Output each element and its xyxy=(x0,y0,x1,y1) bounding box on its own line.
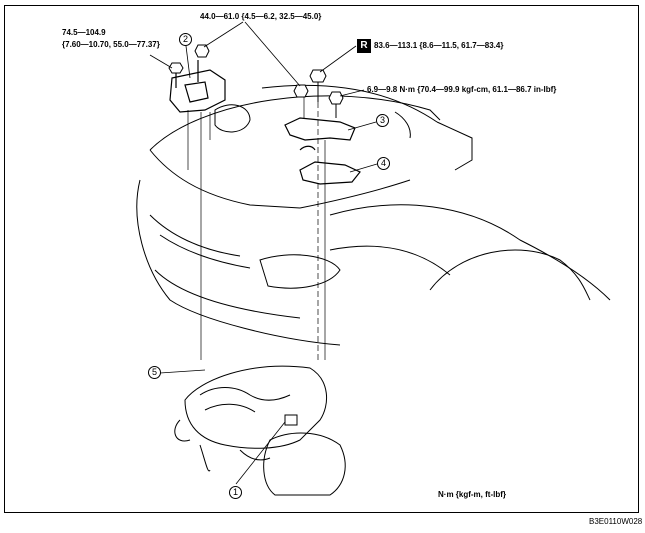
leader-3 xyxy=(347,121,377,131)
replace-r-badge: R xyxy=(357,39,371,53)
torque-label-1-line2: {7.60—10.70, 55.0—77.37} xyxy=(62,40,160,49)
engine-bay-right xyxy=(299,179,411,209)
callout-2: 2 xyxy=(179,33,192,46)
fender-top xyxy=(329,204,611,301)
leader-1 xyxy=(235,421,286,485)
bumper-front xyxy=(136,179,341,346)
figure-code: B3E0110W028 xyxy=(589,517,643,526)
leader-torque2b xyxy=(244,21,301,87)
callout-5: 5 xyxy=(148,366,161,379)
bolt-tall xyxy=(309,69,327,83)
torque-label-3: 83.6—113.1 {8.6—11.5, 61.7—83.4} xyxy=(374,41,504,50)
callout-1: 1 xyxy=(229,486,242,499)
hood-outline xyxy=(149,95,441,151)
torque-label-1-line1: 74.5—104.9 xyxy=(62,28,106,37)
sensor-connector xyxy=(284,414,298,426)
bolt-small xyxy=(328,91,344,105)
fender-line xyxy=(329,245,451,276)
exhaust-pipe xyxy=(199,444,211,472)
units-note: N·m {kgf-m, ft-lbf} xyxy=(438,490,506,499)
fender-arch xyxy=(429,249,591,301)
bracket-3 xyxy=(284,117,356,141)
bumper-lower xyxy=(154,269,301,319)
leader-2 xyxy=(185,45,191,79)
callout-4: 4 xyxy=(377,157,390,170)
bracket-4 xyxy=(299,161,361,185)
transaxle xyxy=(263,432,346,496)
lower-pipe xyxy=(239,449,271,461)
leader-torque4 xyxy=(339,89,365,97)
callout-3: 3 xyxy=(376,114,389,127)
nut-center xyxy=(293,84,309,98)
hood-edge xyxy=(261,84,438,123)
leader-4 xyxy=(349,163,378,173)
bolt-left xyxy=(168,62,184,74)
engine-bay-left xyxy=(149,149,301,209)
strut-tower xyxy=(214,104,251,133)
engine-block xyxy=(184,365,328,449)
headlamp xyxy=(259,254,341,289)
leader-torque1 xyxy=(149,54,173,69)
intake-manifold xyxy=(199,387,291,401)
body-right xyxy=(436,121,473,171)
torque-label-4: 6.9—9.8 N·m {70.4—99.9 kgf-cm, 61.1—86.7… xyxy=(367,85,557,94)
nut-top-left xyxy=(194,44,210,58)
torque-label-2: 44.0—61.0 {4.5—6.2, 32.5—45.0} xyxy=(200,12,322,21)
leader-5 xyxy=(159,369,206,374)
figure-frame xyxy=(4,5,639,513)
leader-torque3 xyxy=(319,45,357,73)
hose-loop xyxy=(174,419,191,442)
leader-torque2a xyxy=(203,21,244,48)
grille xyxy=(149,214,241,257)
intake-runner xyxy=(204,403,256,413)
grille-2 xyxy=(159,234,251,269)
wiper-area xyxy=(394,111,411,139)
